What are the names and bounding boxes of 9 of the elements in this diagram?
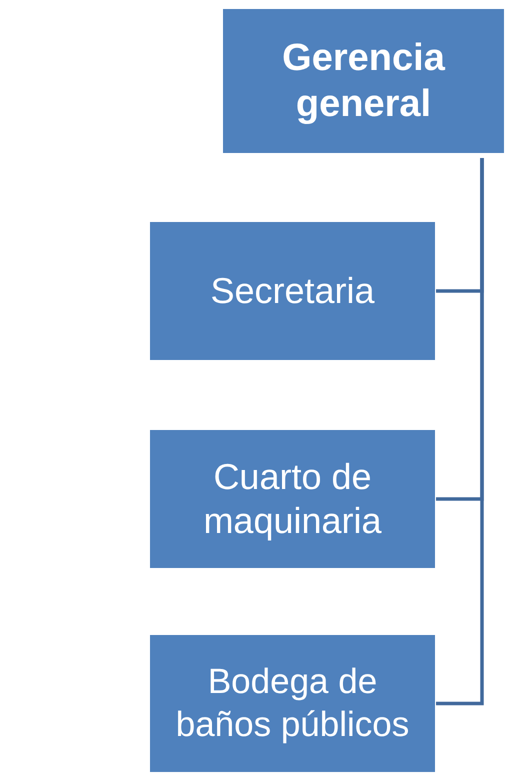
- box-label: Gerencia general: [281, 36, 446, 127]
- box-label: Secretaria: [210, 269, 375, 313]
- org-box: [149, 429, 436, 569]
- connector-line: [436, 158, 484, 706]
- org-box: [149, 221, 436, 361]
- box-label: Cuarto de maquinaria: [202, 455, 383, 543]
- org-box: [149, 634, 436, 773]
- org-box: [222, 8, 505, 154]
- box-label: Bodega de baños públicos: [174, 660, 410, 746]
